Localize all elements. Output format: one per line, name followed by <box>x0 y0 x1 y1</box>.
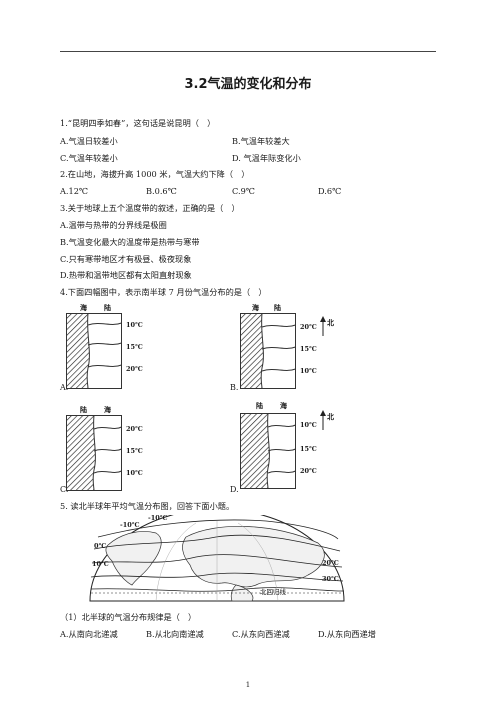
q2-option-b: B.0.6℃ <box>146 186 177 196</box>
q5-stem: 5. 读北半球年平均气温分布图，回答下面小题。 <box>60 501 235 511</box>
panel-b-iso-3: 10℃ <box>300 367 317 375</box>
north-arrow-icon <box>320 316 326 336</box>
panel-c-left-label: 陆 <box>80 405 87 414</box>
panel-c-right-label: 海 <box>104 405 111 414</box>
panel-a-right-label: 陆 <box>104 303 111 312</box>
panel-b-left-label: 海 <box>252 303 259 312</box>
panel-b-right-label: 陆 <box>274 303 281 312</box>
q5-sub1-stem: （1）北半球的气温分布规律是（ ） <box>60 612 197 622</box>
page-number: 1 <box>245 681 251 689</box>
diagram-panel-b: 海 陆 20℃ 15℃ 10℃ 北 B. <box>230 301 360 393</box>
q1-option-c: C.气温年较差小 <box>60 153 118 163</box>
panel-b-caption: B. <box>230 383 239 392</box>
northern-hemisphere-temperature-map: -10℃ -10℃ 0℃ 10℃ 20℃ 30℃ 北回归线 <box>86 508 348 603</box>
q1-option-b: B.气温年较差大 <box>232 136 290 146</box>
panel-d-north-label: 北 <box>327 412 334 421</box>
north-arrow-icon <box>320 410 326 430</box>
panel-a-iso-2: 15℃ <box>126 343 143 351</box>
map-label-neg10-west: -10℃ <box>120 521 140 529</box>
panel-d-right-label: 海 <box>280 401 287 410</box>
map-label-30: 30℃ <box>322 575 339 583</box>
panel-c-caption: C. <box>60 485 69 494</box>
panel-b-iso-2: 15℃ <box>300 345 317 353</box>
map-label-20: 20℃ <box>322 559 339 567</box>
q5-option-c: C.从东向西递减 <box>232 629 290 639</box>
panel-b-north-label: 北 <box>327 318 334 327</box>
panel-d-caption: D. <box>230 485 239 494</box>
panel-d-iso-1: 10℃ <box>300 421 317 429</box>
q3-option-a: A.温带与热带的分界线是极圈 <box>60 220 167 230</box>
q1-option-a: A.气温日较差小 <box>60 136 118 146</box>
diagram-panel-c: 陆 海 20℃ 15℃ 10℃ C. <box>60 403 180 495</box>
panel-a-iso-3: 20℃ <box>126 365 143 373</box>
q5-option-a: A.从南向北递减 <box>60 629 118 639</box>
q4-stem: 4.下面四幅图中，表示南半球 7 月份气温分布的是（ ） <box>60 287 267 297</box>
q5-option-d: D.从东向西递增 <box>318 629 376 639</box>
panel-d-isotherm-map <box>240 413 296 489</box>
panel-b-isotherm-map <box>240 313 296 389</box>
diagram-panel-d: 陆 海 10℃ 15℃ 20℃ 北 D. <box>230 399 360 495</box>
q2-option-d: D.6℃ <box>318 186 342 196</box>
q2-option-a: A.12℃ <box>60 186 89 196</box>
panel-a-isotherm-map <box>66 313 122 389</box>
panel-c-isotherm-map <box>66 415 122 491</box>
map-label-0: 0℃ <box>94 542 107 550</box>
panel-c-iso-1: 20℃ <box>126 425 143 433</box>
panel-d-left-label: 陆 <box>256 401 263 410</box>
panel-d-iso-3: 20℃ <box>300 467 317 475</box>
panel-a-left-label: 海 <box>80 303 87 312</box>
q3-option-d: D.热带和温带地区都有太阳直射现象 <box>60 270 192 280</box>
q3-option-b: B.气温变化最大的温度带是热带与寒带 <box>60 237 200 247</box>
isotherm-world-map <box>89 508 345 602</box>
diagram-panel-a: 海 陆 10℃ 15℃ 20℃ A. <box>60 301 180 393</box>
panel-a-iso-1: 10℃ <box>126 321 143 329</box>
map-label-tropic: 北回归线 <box>260 588 286 596</box>
q1-stem: 1.“昆明四季如春”，这句话是说昆明（ ） <box>60 118 216 128</box>
q1-option-d: D. 气温年际变化小 <box>232 153 301 163</box>
panel-a-caption: A. <box>60 383 69 392</box>
map-label-neg10-north: -10℃ <box>148 514 168 522</box>
q3-option-c: C.只有寒带地区才有极昼、极夜现象 <box>60 254 192 264</box>
page-title: 3.2气温的变化和分布 <box>184 77 312 92</box>
q2-option-c: C.9℃ <box>232 186 255 196</box>
panel-c-iso-3: 10℃ <box>126 469 143 477</box>
header-rule <box>60 51 436 52</box>
panel-b-iso-1: 20℃ <box>300 323 317 331</box>
panel-d-iso-2: 15℃ <box>300 445 317 453</box>
q2-stem: 2.在山地，海拔升高 1000 米，气温大约下降（ ） <box>60 169 250 179</box>
map-label-10: 10℃ <box>92 560 109 568</box>
q5-option-b: B.从北向南递减 <box>146 629 204 639</box>
q3-stem: 3.关于地球上五个温度带的叙述，正确的是（ ） <box>60 203 240 213</box>
panel-c-iso-2: 15℃ <box>126 447 143 455</box>
